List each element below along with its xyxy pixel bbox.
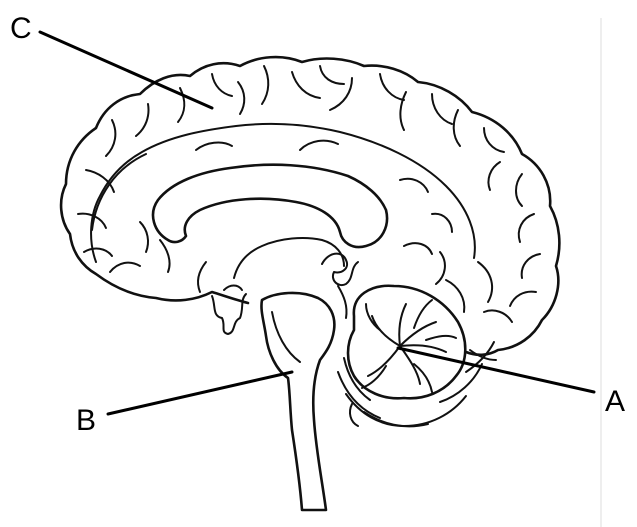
arbor-vitae <box>362 300 456 392</box>
label-b: B <box>76 404 96 437</box>
label-c: C <box>10 12 32 45</box>
corpus-callosum <box>153 165 387 247</box>
cerebellum <box>348 286 465 399</box>
leader-line-a <box>398 348 594 392</box>
midbrain-tectum <box>338 286 347 318</box>
pons <box>272 312 300 362</box>
leader-line-b <box>108 372 292 414</box>
cerebral-gyri <box>78 66 540 322</box>
brainstem <box>261 293 334 510</box>
pineal-region <box>322 254 358 285</box>
optic-chiasm <box>224 286 242 291</box>
label-a: A <box>605 385 625 418</box>
